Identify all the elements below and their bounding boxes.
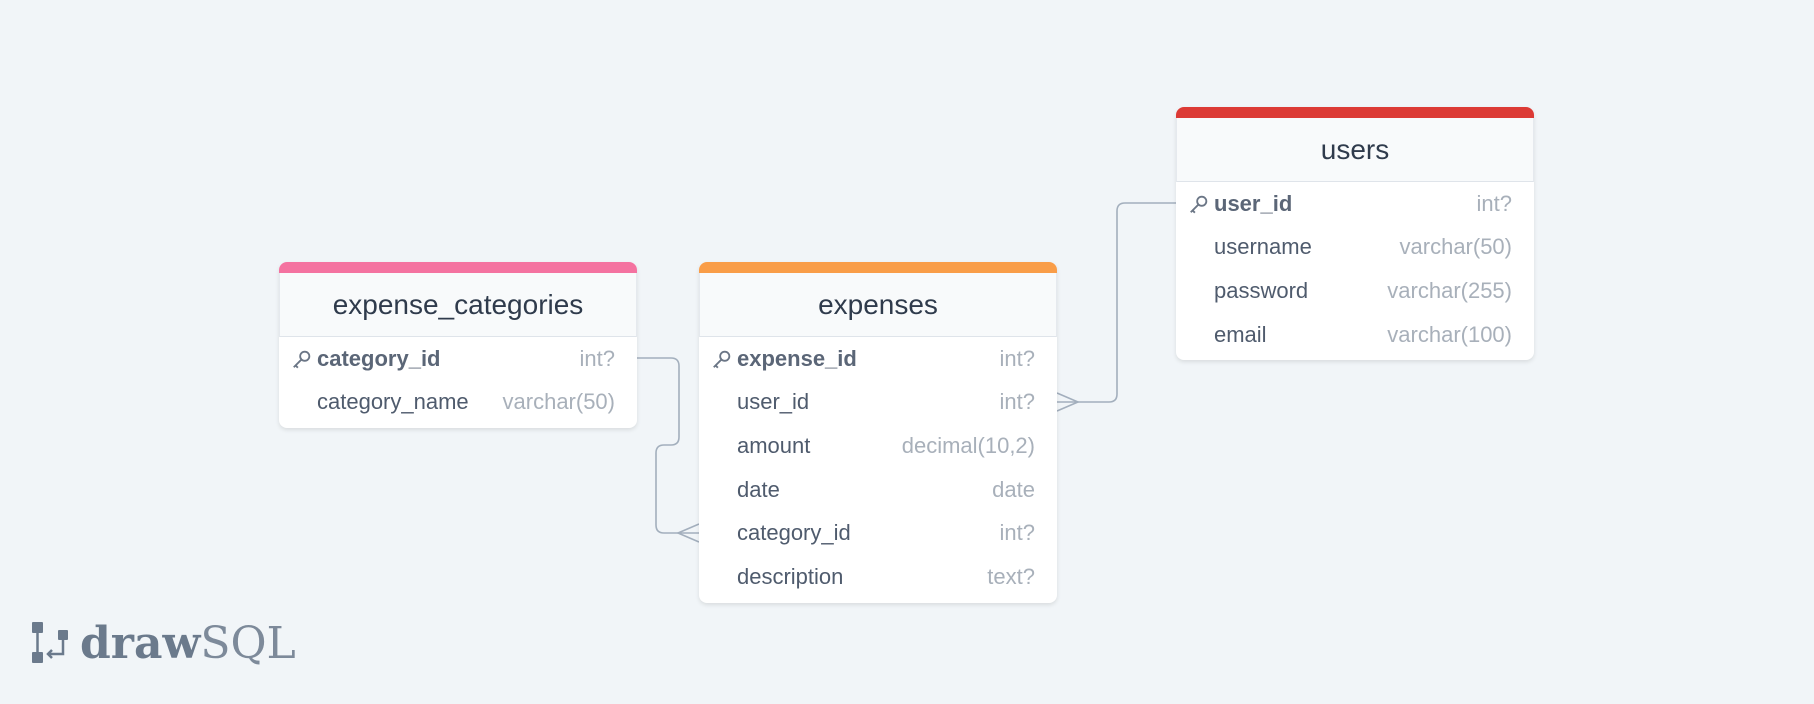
column-name: category_id xyxy=(737,520,851,546)
column-type: date xyxy=(992,476,1035,502)
column-row[interactable]: category_name varchar(50) xyxy=(279,381,637,425)
column-type: varchar(50) xyxy=(502,389,615,415)
column-name: user_id xyxy=(1214,190,1293,216)
column-name: password xyxy=(1214,277,1309,303)
column-type: int? xyxy=(579,345,615,371)
column-name: date xyxy=(737,476,780,502)
column-type: int? xyxy=(1476,190,1512,216)
column-type: varchar(255) xyxy=(1387,277,1512,303)
table-accent-bar xyxy=(699,262,1057,273)
relationship-user xyxy=(1056,202,1176,412)
logo-text-sql: SQL xyxy=(200,617,296,669)
column-type: int? xyxy=(999,520,1035,546)
table-title[interactable]: users xyxy=(1176,118,1534,182)
column-row[interactable]: email varchar(100) xyxy=(1176,313,1534,357)
table-expenses[interactable]: expenses expense_id int? user_id int? am… xyxy=(699,262,1057,603)
column-name: category_id xyxy=(317,345,441,371)
table-title[interactable]: expenses xyxy=(699,273,1057,337)
logo-text-draw: draw xyxy=(80,617,201,669)
column-row[interactable]: date date xyxy=(699,468,1057,512)
column-name: amount xyxy=(737,432,811,458)
crows-foot-many xyxy=(675,523,700,543)
relationship-category xyxy=(637,357,700,543)
column-row[interactable]: username varchar(50) xyxy=(1176,226,1534,270)
table-accent-bar xyxy=(279,262,637,273)
column-type: int? xyxy=(999,345,1035,371)
column-type: text? xyxy=(987,563,1035,589)
column-name: username xyxy=(1214,234,1312,260)
column-row[interactable]: category_id int? xyxy=(699,511,1057,555)
column-row[interactable]: category_id int? xyxy=(279,337,637,381)
table-accent-bar xyxy=(1176,107,1534,118)
column-name: user_id xyxy=(737,389,810,415)
column-row[interactable]: description text? xyxy=(699,555,1057,599)
column-row[interactable]: user_id int? xyxy=(1176,182,1534,226)
column-type: varchar(100) xyxy=(1387,321,1512,347)
key-icon xyxy=(293,350,311,369)
table-expense-categories[interactable]: expense_categories category_id int? cate… xyxy=(279,262,637,429)
column-name: category_name xyxy=(317,389,469,415)
column-row[interactable]: amount decimal(10,2) xyxy=(699,424,1057,468)
column-name: email xyxy=(1214,321,1267,347)
table-title[interactable]: expense_categories xyxy=(279,273,637,337)
column-row[interactable]: expense_id int? xyxy=(699,337,1057,381)
column-type: int? xyxy=(999,389,1035,415)
column-row[interactable]: password varchar(255) xyxy=(1176,269,1534,313)
column-type: decimal(10,2) xyxy=(901,432,1035,458)
key-icon xyxy=(713,350,731,369)
table-users[interactable]: users user_id int? username varchar(50) … xyxy=(1176,107,1534,361)
column-row[interactable]: user_id int? xyxy=(699,381,1057,425)
column-name: expense_id xyxy=(737,345,857,371)
key-icon xyxy=(1190,195,1208,214)
crows-foot-many xyxy=(1056,392,1081,412)
column-type: varchar(50) xyxy=(1399,234,1512,260)
drawsql-logo-icon xyxy=(32,622,68,663)
column-name: description xyxy=(737,563,844,589)
